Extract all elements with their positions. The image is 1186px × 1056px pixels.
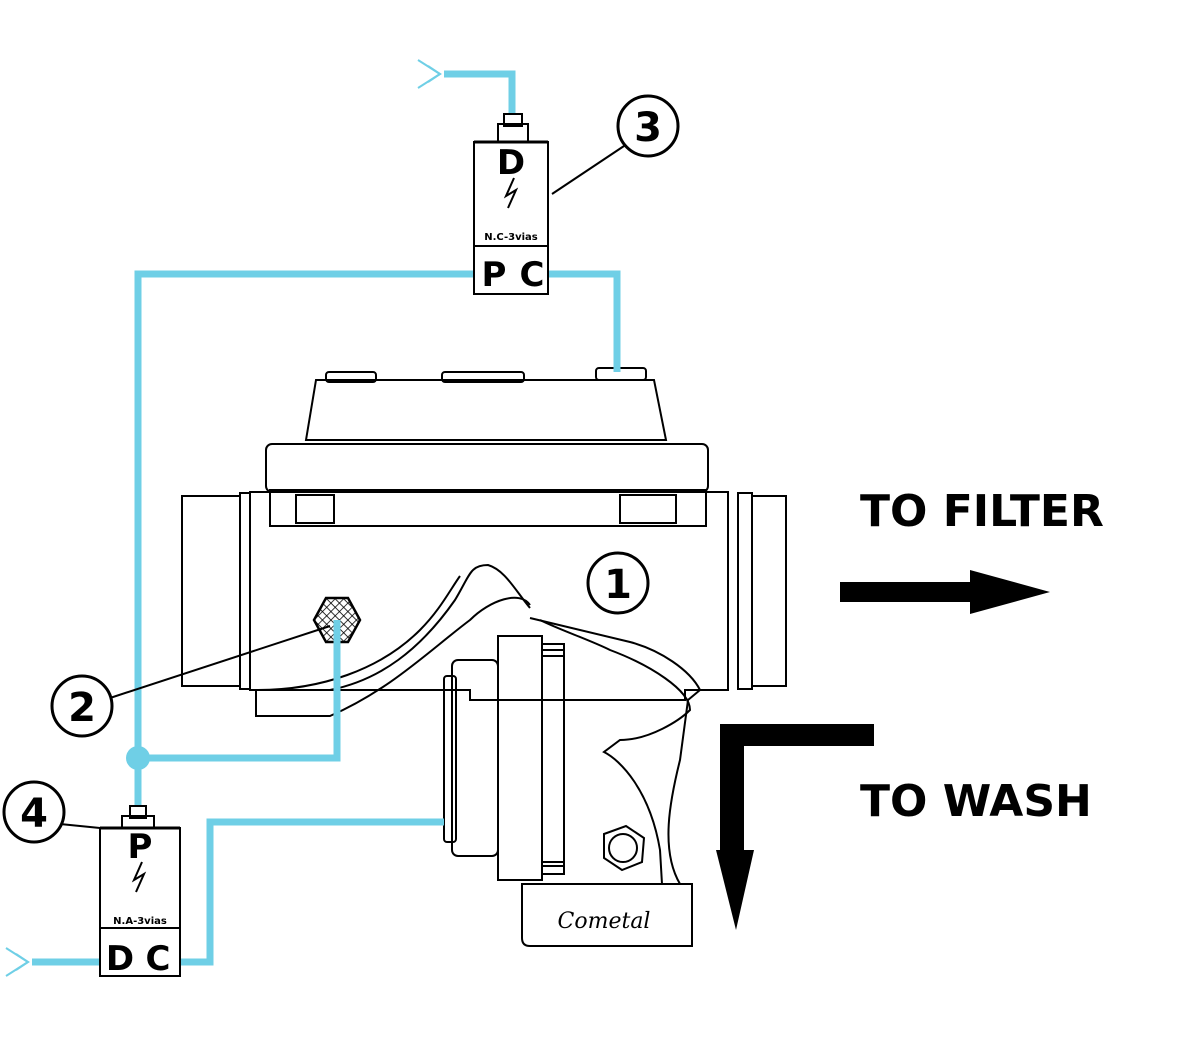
pipe-c4-actuator (180, 818, 444, 966)
brand-label: Cometal (558, 909, 651, 934)
main-valve: Cometal (181, 367, 787, 947)
pipe-c3-bonnet (548, 270, 621, 372)
lightning-icon (503, 177, 519, 209)
valve4-port-left: D (106, 939, 134, 979)
to-wash-label: TO WASH (860, 776, 1092, 827)
valve3-top-port: D (497, 143, 525, 183)
callout-4: 4 (20, 791, 48, 837)
valve3-port-left: P (482, 255, 507, 295)
pipe-filter-junction (138, 620, 341, 762)
valve4-top-port: P (128, 827, 153, 867)
callout-circle-2 (50, 674, 114, 738)
callout-2: 2 (68, 685, 96, 731)
right-flange (751, 495, 787, 687)
bonnet-cap (304, 379, 668, 441)
valve4-port-right: C (146, 939, 171, 979)
solenoid-valve-4: P N.A-3vias D C (99, 805, 181, 979)
pipe-p3-left (134, 270, 474, 758)
to-filter-label: TO FILTER (860, 486, 1104, 537)
bolt-icon (603, 824, 646, 872)
callout-circle-4 (2, 780, 66, 844)
valve3-port-right: C (520, 255, 545, 295)
valve4-type: N.A-3vias (113, 916, 167, 927)
pipe-network (5, 59, 621, 977)
bonnet-base (265, 443, 709, 493)
supply-pipe-top (444, 70, 516, 114)
arrow-right-icon (840, 570, 1050, 614)
arrow-down-icon (716, 724, 874, 930)
flow-labels: TO FILTER TO WASH (716, 486, 1104, 930)
valve3-type: N.C-3vias (484, 232, 538, 243)
callout-circle-3 (616, 94, 680, 158)
callout-circle-1 (586, 551, 650, 615)
callout-3: 3 (634, 105, 662, 151)
brand-plate (521, 883, 693, 947)
solenoid-valve-3: D N.C-3vias P C (473, 113, 549, 295)
lightning-icon (131, 861, 147, 893)
callouts: 3 1 2 4 (2, 94, 680, 844)
callout-1: 1 (604, 562, 632, 608)
